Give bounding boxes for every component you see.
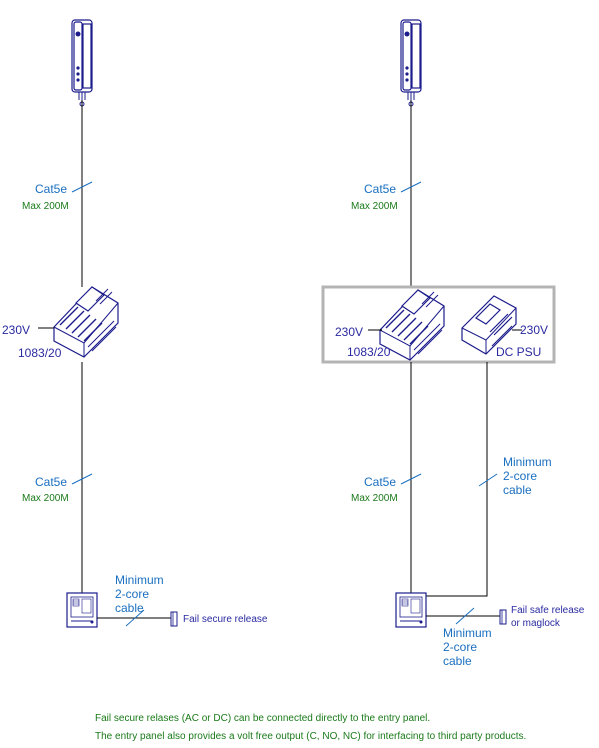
left-cable-top-tick	[71, 181, 93, 193]
right-system: Cat5e Max 200M 230V 1083/20 230V DC PSU …	[321, 19, 585, 668]
left-cable-bottom-length: Max 200M	[22, 493, 69, 504]
left-release-label: Fail secure release	[183, 614, 268, 625]
psu-cable-line3: cable	[503, 483, 532, 497]
footnote-1: Fail secure relases (AC or DC) can be co…	[95, 713, 431, 724]
footnote-2: The entry panel also provides a volt fre…	[95, 731, 527, 742]
left-power-input: 230V	[2, 323, 30, 337]
right-power-unit-model: 1083/20	[347, 345, 391, 359]
right-handset-icon	[400, 19, 422, 107]
power-supply-group-box	[321, 285, 556, 364]
right-cable-top-tick	[400, 181, 422, 193]
left-system: Cat5e Max 200M 230V 1083/20 Cat5e Max 20…	[2, 19, 268, 628]
psu-label: DC PSU	[496, 345, 541, 359]
right-release-label-line1: Fail safe release	[511, 605, 585, 616]
left-cable-bottom-type: Cat5e	[35, 475, 67, 489]
right-release-cable-line3: cable	[443, 654, 472, 668]
right-cable-bottom-length: Max 200M	[351, 493, 398, 504]
left-cable-top-length: Max 200M	[22, 201, 69, 212]
right-cable-bottom-type: Cat5e	[364, 475, 396, 489]
psu-to-panel-cable	[426, 362, 488, 597]
left-release-cable-line3: cable	[115, 601, 144, 615]
left-entry-panel-icon	[66, 592, 98, 628]
left-release-cable-line1: Minimum	[115, 573, 164, 587]
psu-cable-tick	[478, 473, 498, 487]
right-release-label-line2: or maglock	[511, 618, 561, 629]
right-entry-panel-icon	[395, 592, 427, 628]
right-cable-bottom-tick	[400, 473, 422, 485]
right-release-lock-icon	[499, 609, 507, 625]
left-power-unit-model: 1083/20	[18, 346, 62, 360]
left-release-cable-tick	[125, 609, 145, 627]
psu-cable-line2: 2-core	[503, 469, 537, 483]
left-handset-icon	[71, 19, 93, 107]
psu-input: 230V	[520, 323, 548, 337]
left-cable-top-type: Cat5e	[35, 182, 67, 196]
right-release-cable-tick	[455, 607, 475, 625]
right-cable-top-length: Max 200M	[351, 201, 398, 212]
left-cable-bottom-tick	[71, 473, 93, 485]
left-power-unit-icon	[53, 286, 119, 358]
right-power-input: 230V	[335, 325, 363, 339]
right-release-cable-line1: Minimum	[443, 626, 492, 640]
right-release-cable-line2: 2-core	[443, 640, 477, 654]
left-release-cable-line2: 2-core	[115, 587, 149, 601]
right-cable-top-type: Cat5e	[364, 182, 396, 196]
psu-cable-line1: Minimum	[503, 455, 552, 469]
left-release-lock-icon	[170, 611, 178, 627]
